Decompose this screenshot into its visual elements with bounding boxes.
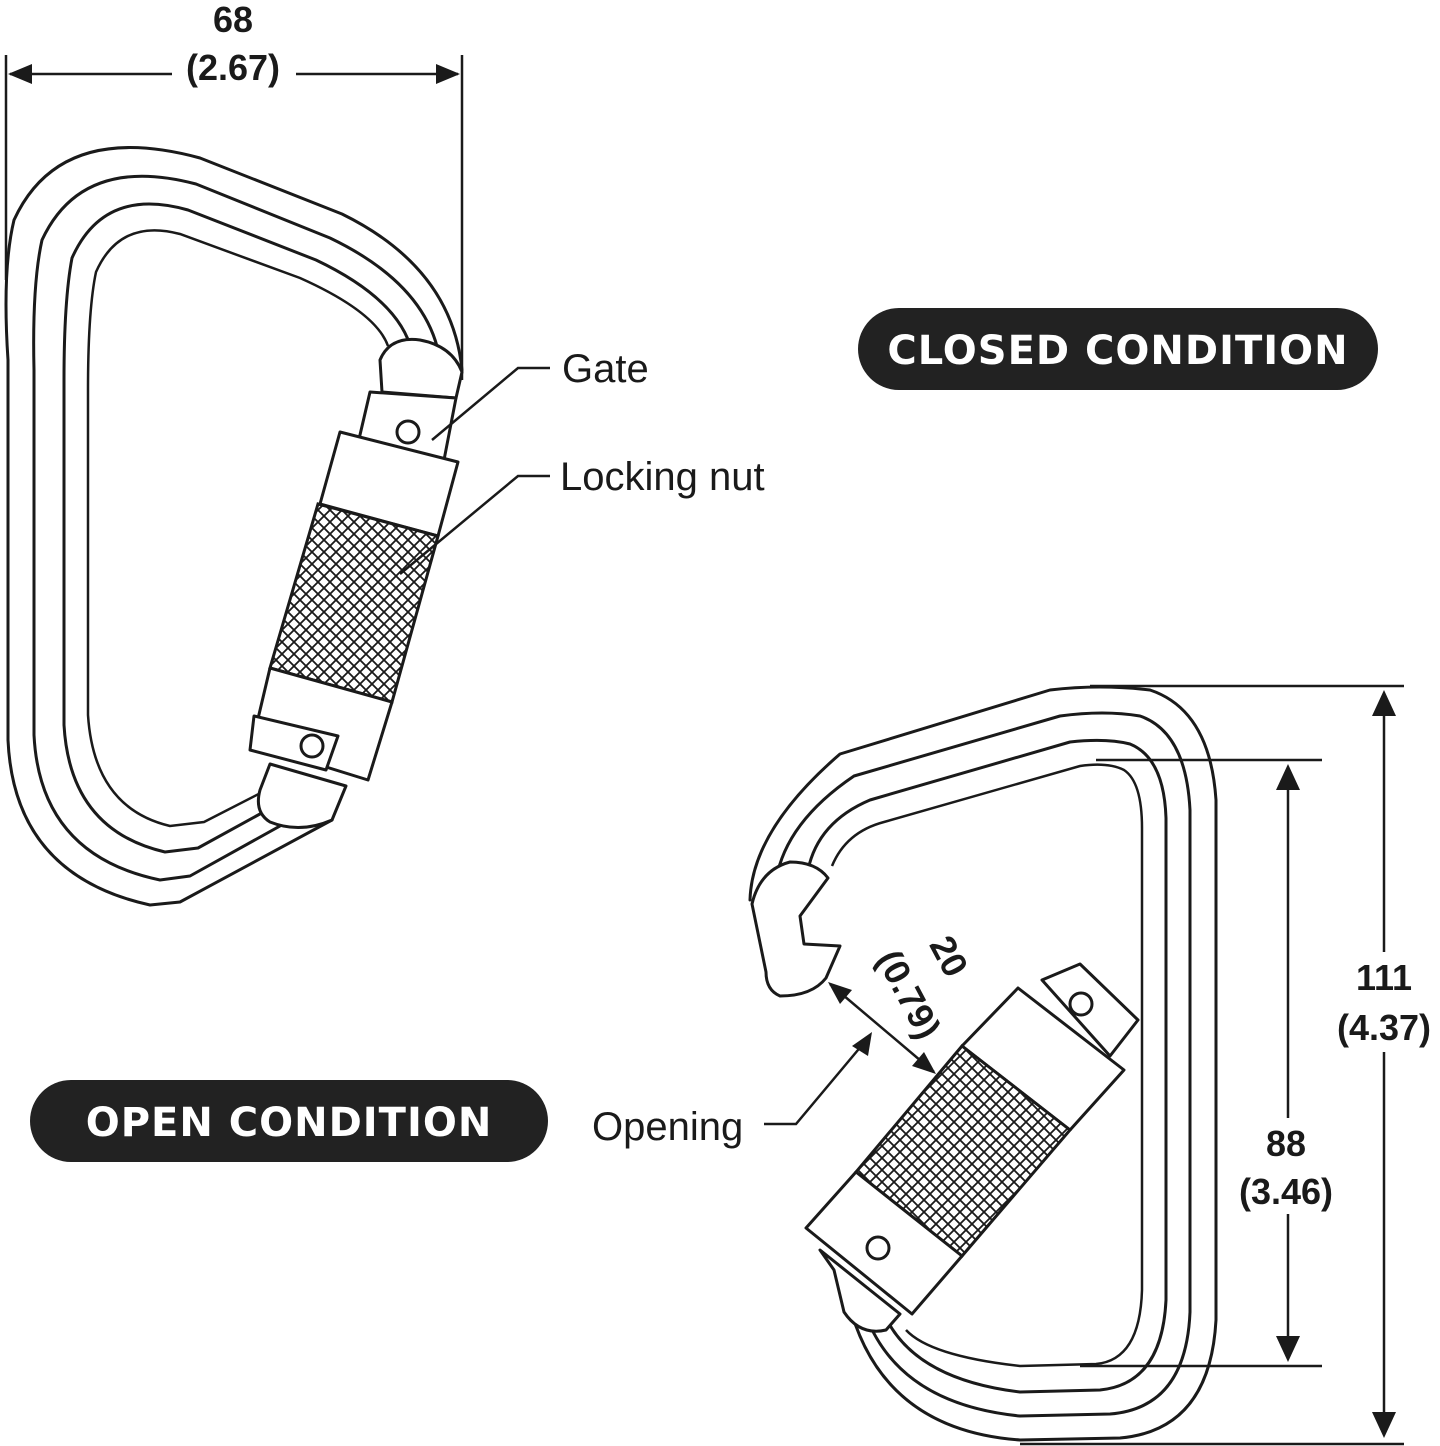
height-mm-label: 111 [1356,957,1412,998]
closed-gate-nose [378,337,464,400]
closed-body-inner [62,202,414,854]
open-condition-badge: OPEN CONDITION [30,1080,548,1162]
locking-nut-leader-line [399,474,550,575]
open-badge-bg [30,1080,548,1162]
width-in-label: (2.67) [186,47,280,88]
opening-leader-line [764,1037,869,1126]
closed-badge-bg [858,308,1378,390]
opening-mm-label: 20 [922,929,977,984]
open-body-middle [774,711,1192,1418]
opening-arrow-bottom [912,1052,936,1074]
opening-leader-arrow [852,1032,872,1056]
open-gate-hinge [818,1248,902,1333]
inner-height-arrow-bottom [1276,1336,1300,1362]
open-carabiner: 20 (0.79) Opening 111 (4.37) 88 (3.46) [592,684,1431,1446]
inner-height-arrow-top [1276,764,1300,790]
locking-nut-label: Locking nut [560,455,765,499]
closed-body-outer [4,146,464,907]
open-gate-upper-rivet [1068,991,1094,1017]
closed-locking-nut-knurl [268,502,440,704]
closed-body-middle [32,174,442,882]
width-arrow-right [436,64,460,84]
closed-condition-badge: CLOSED CONDITION [858,308,1378,390]
gate-leader-line [431,366,550,441]
open-body-outer [748,685,1218,1442]
height-in-label: (4.37) [1337,1007,1431,1048]
inner-height-in-label: (3.46) [1239,1171,1333,1212]
closed-badge-label: CLOSED CONDITION [887,328,1348,374]
opening-arrow-top [828,982,852,1004]
opening-dim-line [829,983,935,1073]
closed-gate-hinge [256,762,348,830]
closed-body-core [86,229,390,828]
gate-label: Gate [562,347,649,391]
height-arrow-bottom [1372,1412,1396,1438]
closed-carabiner: 68 (2.67) Gate Locking nut [4,0,765,907]
width-arrow-left [8,64,32,84]
open-body-inner [806,738,1168,1394]
open-gate-nose [750,860,842,998]
open-badge-label: OPEN CONDITION [86,1100,493,1146]
open-body-core [830,763,1144,1368]
open-gate-lower-rivet [865,1235,891,1261]
closed-gate-lower-rivet [299,733,325,759]
height-arrow-top [1372,690,1396,716]
closed-gate-upper-rivet [395,419,421,445]
opening-label: Opening [592,1105,743,1149]
inner-height-mm-label: 88 [1266,1123,1306,1164]
width-mm-label: 68 [213,0,253,40]
